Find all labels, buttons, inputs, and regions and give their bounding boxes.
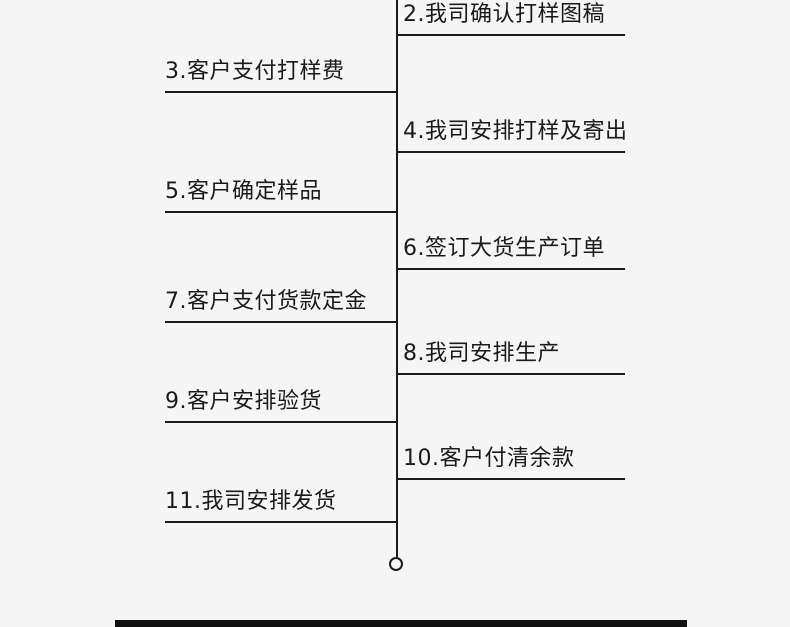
timeline-spine-line: [396, 0, 398, 557]
flow-step-9-label: 9.客户安排验货: [165, 389, 322, 414]
flow-step-3: 3.客户支付打样费: [165, 49, 398, 93]
flow-step-5: 5.客户确定样品: [165, 169, 398, 213]
flow-step-3-label: 3.客户支付打样费: [165, 59, 345, 84]
flow-step-9: 9.客户安排验货: [165, 379, 398, 423]
flow-step-2-label: 2.我司确认打样图稿: [403, 2, 605, 27]
flow-step-4: 4.我司安排打样及寄出: [397, 109, 628, 153]
flow-step-8-label: 8.我司安排生产: [403, 341, 560, 366]
bottom-divider-bar: [115, 620, 687, 627]
flow-step-6-label: 6.签订大货生产订单: [403, 236, 605, 261]
flow-step-6: 6.签订大货生产订单: [397, 226, 625, 270]
flow-step-7: 7.客户支付货款定金: [165, 279, 398, 323]
timeline-end-circle-icon: [389, 557, 403, 571]
flow-step-10-label: 10.客户付清余款: [403, 446, 575, 471]
flow-step-11-label: 11.我司安排发货: [165, 489, 337, 514]
flow-step-2: 2.我司确认打样图稿: [397, 0, 625, 36]
flow-step-4-label: 4.我司安排打样及寄出: [403, 119, 628, 144]
flow-step-5-label: 5.客户确定样品: [165, 179, 322, 204]
flow-step-10: 10.客户付清余款: [397, 436, 625, 480]
flow-step-11: 11.我司安排发货: [165, 479, 398, 523]
flow-step-8: 8.我司安排生产: [397, 331, 625, 375]
flow-step-7-label: 7.客户支付货款定金: [165, 289, 367, 314]
